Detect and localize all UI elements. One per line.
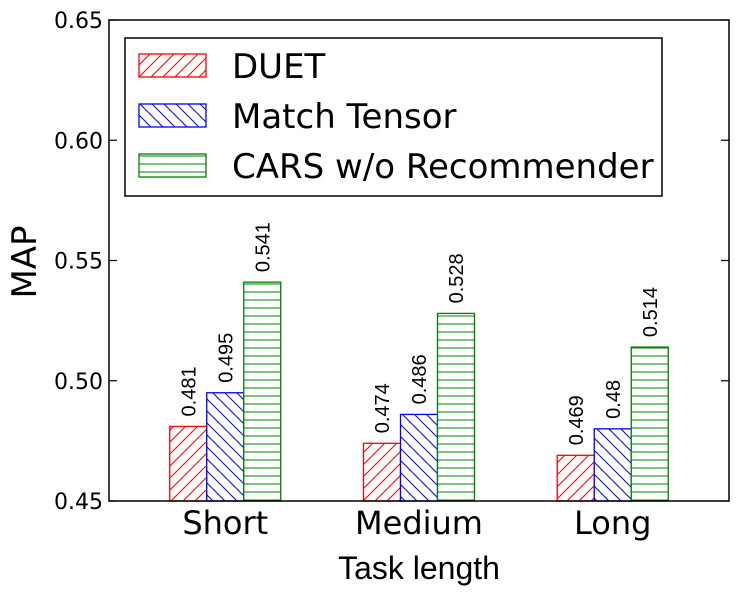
y-tick-label: 0.65 xyxy=(54,9,103,34)
data-label: 0.528 xyxy=(446,253,468,303)
x-axis-title: Task length xyxy=(338,550,500,586)
legend-swatch xyxy=(138,53,207,78)
bar-cars-w-o-recommender-medium xyxy=(436,312,476,502)
bar-duet-medium xyxy=(362,442,402,502)
legend-swatch xyxy=(138,103,207,128)
category-label: Short xyxy=(182,504,268,542)
legend-swatch xyxy=(138,153,207,178)
bar-duet-short xyxy=(169,425,208,502)
data-label: 0.541 xyxy=(252,222,274,272)
bar-match-tensor-medium xyxy=(399,413,439,502)
legend-frame xyxy=(124,37,663,197)
plot-frame xyxy=(108,19,730,502)
category-label: Medium xyxy=(355,504,483,542)
y-tick-label: 0.45 xyxy=(54,490,103,515)
data-label: 0.486 xyxy=(409,354,431,404)
bar-cars-w-o-recommender-long xyxy=(630,346,669,502)
data-label: 0.495 xyxy=(215,333,237,383)
category-labels: Short Medium Long xyxy=(182,504,651,542)
bar-duet-long xyxy=(556,454,595,502)
bar-match-tensor-short xyxy=(206,392,245,502)
y-tick-label: 0.50 xyxy=(54,370,103,395)
category-label: Long xyxy=(574,504,651,542)
bar-match-tensor-long xyxy=(593,428,632,502)
legend-label: DUET xyxy=(232,47,326,87)
data-label: 0.474 xyxy=(372,383,394,433)
y-tick-label: 0.55 xyxy=(54,250,103,275)
data-label: 0.48 xyxy=(603,380,625,419)
y-axis-title: MAP xyxy=(5,225,45,298)
legend-label: CARS w/o Recommender xyxy=(232,147,654,187)
y-tick-label: 0.60 xyxy=(54,129,103,154)
legend-label: Match Tensor xyxy=(232,97,457,137)
data-label: 0.481 xyxy=(178,366,200,416)
y-axis-ticks: 0.45 0.50 0.55 0.60 0.65 xyxy=(54,9,729,515)
data-label: 0.469 xyxy=(566,395,588,445)
data-labels: 0.481 0.495 0.541 0.474 0.486 0.528 0.469 0.48 0… xyxy=(178,222,662,445)
data-label: 0.514 xyxy=(640,287,662,337)
bar-cars-w-o-recommender-short xyxy=(243,281,282,502)
